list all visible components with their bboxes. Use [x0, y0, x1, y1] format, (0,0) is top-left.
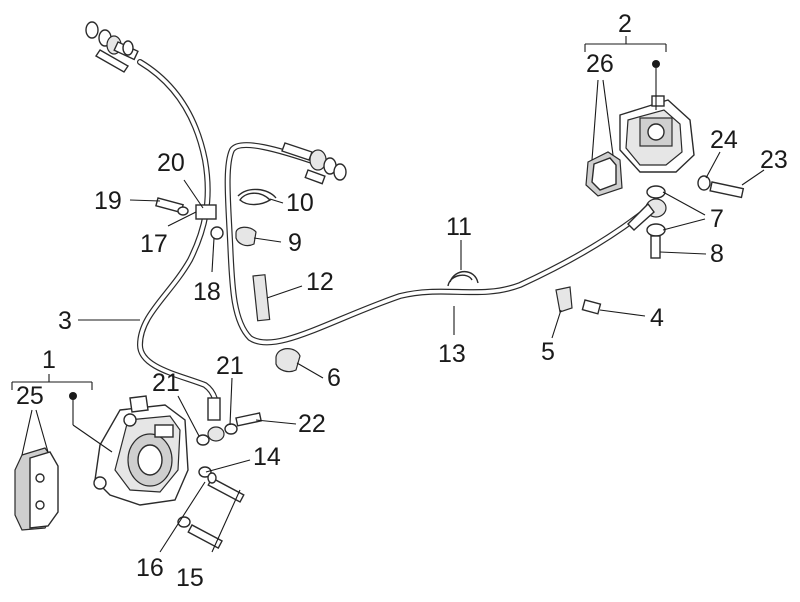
callout-26: 26 — [586, 50, 614, 78]
banjo-fitting-right — [627, 185, 667, 259]
callout-8: 8 — [710, 240, 724, 268]
callout-3: 3 — [58, 307, 72, 335]
callout-17: 17 — [140, 230, 168, 258]
callout-15: 15 — [176, 564, 204, 592]
callout-19: 19 — [94, 187, 122, 215]
callout-21a: 21 — [152, 369, 180, 397]
group-2-dot — [652, 60, 660, 68]
callout-18: 18 — [193, 278, 221, 306]
group-1-dot — [69, 392, 77, 400]
callout-4: 4 — [650, 304, 664, 332]
hose-clip-11 — [447, 270, 479, 287]
master-cylinder-bolt-23-24 — [697, 175, 745, 199]
callout-25: 25 — [16, 382, 44, 410]
caliper-banjo-fitting — [196, 397, 262, 446]
hose-bracket-5 — [555, 286, 602, 315]
leader-lines — [11, 36, 765, 553]
hose-clamp-9 — [235, 226, 257, 247]
caliper-bolts — [177, 466, 245, 549]
callout-20: 20 — [157, 149, 185, 177]
callout-14: 14 — [253, 443, 281, 471]
callout-1: 1 — [42, 346, 56, 374]
hose-clip-10 — [237, 188, 277, 206]
hose-clamp-6 — [275, 348, 301, 373]
callout-labels: 1 2 3 4 5 6 7 8 9 10 11 12 13 14 15 16 1… — [16, 10, 788, 592]
callout-10: 10 — [286, 189, 314, 217]
callout-6: 6 — [327, 364, 341, 392]
front-brake-pads — [14, 447, 59, 531]
callout-9: 9 — [288, 229, 302, 257]
callout-5: 5 — [541, 338, 555, 366]
callout-21b: 21 — [216, 352, 244, 380]
hose-sleeve-12 — [252, 274, 271, 322]
callout-13: 13 — [438, 340, 466, 368]
callout-23: 23 — [760, 146, 788, 174]
callout-22: 22 — [298, 410, 326, 438]
banjo-fitting-top-middle — [281, 142, 347, 185]
hose-guide-bracket — [155, 197, 224, 240]
callout-11: 11 — [446, 213, 472, 241]
callout-12: 12 — [306, 268, 334, 296]
master-cylinder — [619, 95, 695, 173]
banjo-fitting-top-left — [85, 21, 139, 73]
callout-7: 7 — [710, 205, 724, 233]
master-cylinder-pads-26 — [585, 151, 623, 197]
front-brake-caliper — [93, 395, 189, 506]
brake-hose-rear-long — [224, 142, 643, 346]
callout-16: 16 — [136, 554, 164, 582]
callout-24: 24 — [710, 126, 738, 154]
brake-hose-front-upper — [137, 59, 220, 418]
callout-2: 2 — [618, 10, 632, 38]
